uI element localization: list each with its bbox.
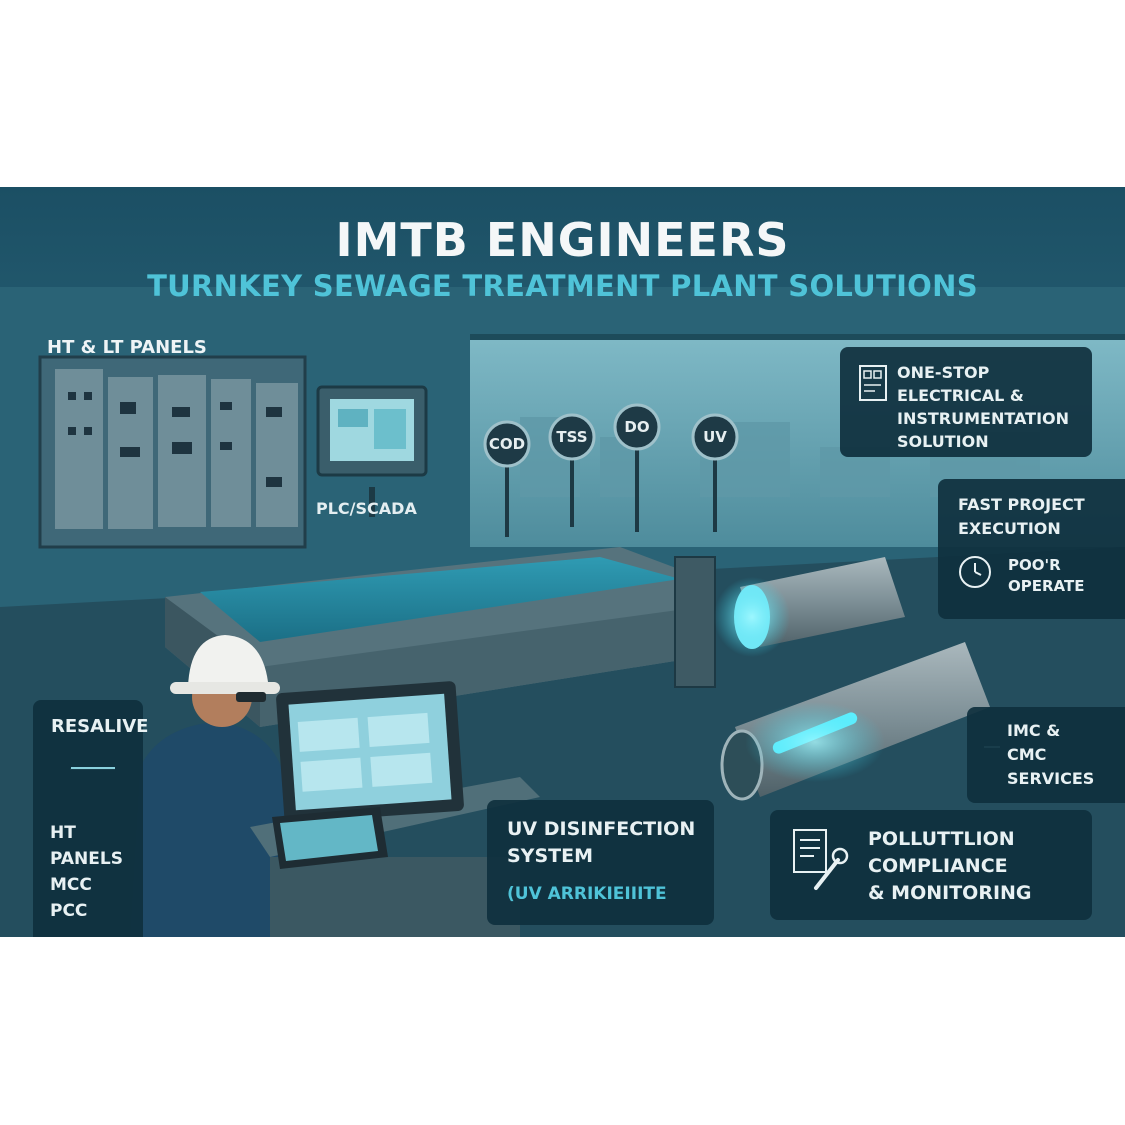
page-subtitle: TURNKEY SEWAGE TREATMENT PLANT SOLUTIONS <box>147 269 978 303</box>
callout-fast-project: FAST PROJECT EXECUTION POO'R OPERATE <box>938 479 1125 619</box>
workstation <box>250 681 540 937</box>
svg-text:COD: COD <box>489 435 525 453</box>
label-plc-scada: PLC/SCADA <box>316 499 417 518</box>
uv-subtitle: (UV ARRIKIEIIITE <box>507 884 667 904</box>
panels-list-1: HT <box>50 823 76 843</box>
clock-icon <box>959 556 991 588</box>
document-wrench-icon <box>793 829 849 890</box>
svg-text:TSS: TSS <box>556 428 587 446</box>
control-panel-icon <box>859 365 887 401</box>
fast-project-line-2: EXECUTION <box>958 519 1061 538</box>
fast-project-sub-1: POO'R <box>1008 556 1061 574</box>
uv-line-1: UV DISINFECTION <box>507 818 696 840</box>
panels-list-4: PCC <box>50 901 88 921</box>
gauges: COD TSS DO UV <box>483 403 739 468</box>
resalive-heading: RESALIVE <box>51 716 149 737</box>
one-stop-line-2: ELECTRICAL & <box>897 386 1024 405</box>
imc-line-3: SERVICES <box>1007 769 1095 788</box>
uv-reactor-upper <box>674 556 905 688</box>
gauge-do: DO <box>613 403 661 451</box>
callout-imc-services: IMC & CMC SERVICES <box>967 707 1125 803</box>
gauge-uv: UV <box>691 413 739 461</box>
panels-list-3: MCC <box>50 875 92 895</box>
pollution-line-1: POLLUTTLION <box>868 828 1015 850</box>
gauge-poles <box>505 445 717 537</box>
scada-screen <box>316 385 428 517</box>
callout-pollution-compliance: POLLUTTLION COMPLIANCE & MONITORING <box>770 810 1092 920</box>
fast-project-sub-2: OPERATE <box>1008 577 1085 595</box>
engineer <box>130 635 300 937</box>
one-stop-line-3: INSTRUMENTATION <box>897 409 1070 428</box>
label-ht-lt-panels: HT & LT PANELS <box>47 337 207 358</box>
electrical-panels <box>38 355 307 549</box>
callout-resalive: RESALIVE HT PANELS MCC PCC <box>33 700 148 937</box>
pollution-line-3: & MONITORING <box>868 882 1032 904</box>
one-stop-line-4: SOLUTION <box>897 432 989 451</box>
callout-uv-disinfection: UV DISINFECTION SYSTEM (UV ARRIKIEIIITE <box>487 800 714 925</box>
gauge-cod: COD <box>483 420 531 468</box>
fast-project-line-1: FAST PROJECT <box>958 495 1085 514</box>
divider <box>71 767 115 769</box>
uv-line-2: SYSTEM <box>507 845 593 867</box>
svg-text:DO: DO <box>624 418 649 436</box>
imc-line-2: CMC <box>1007 745 1047 764</box>
imc-line-1: IMC & <box>1007 721 1061 740</box>
poster: COD TSS DO UV <box>0 187 1125 937</box>
uv-reactor-lower <box>720 642 990 801</box>
one-stop-line-1: ONE-STOP <box>897 363 990 382</box>
svg-text:UV: UV <box>703 428 727 446</box>
pollution-line-2: COMPLIANCE <box>868 855 1008 877</box>
callout-one-stop: ONE-STOP ELECTRICAL & INSTRUMENTATION SO… <box>840 347 1092 457</box>
page-title: IMTB ENGINEERS <box>335 213 790 267</box>
panels-list-2: PANELS <box>50 849 123 869</box>
gauge-tss: TSS <box>548 413 596 461</box>
